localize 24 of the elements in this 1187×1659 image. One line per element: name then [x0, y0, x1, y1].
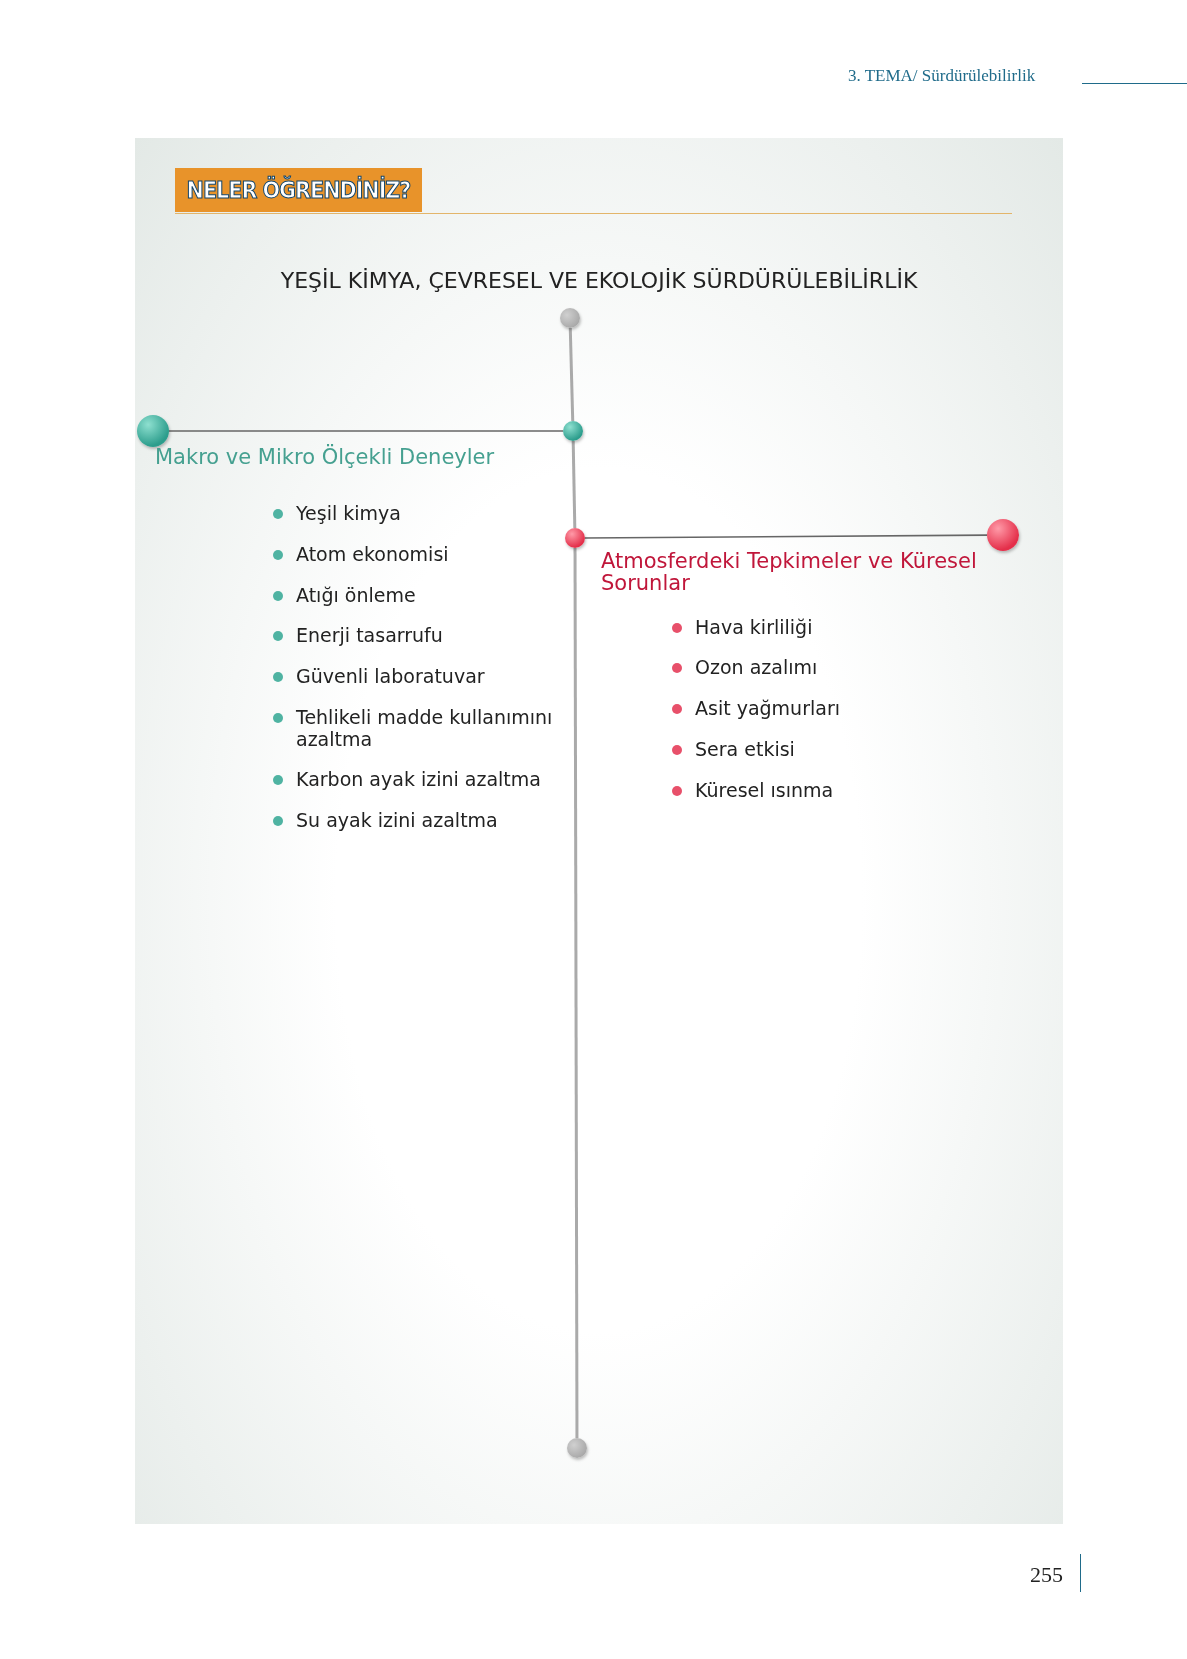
page-number: 255	[1030, 1562, 1063, 1588]
list-item: Enerji tasarrufu	[296, 624, 443, 646]
section-banner: NELER ÖĞRENDİNİZ?	[175, 168, 422, 212]
list-item: Su ayak izini azaltma	[296, 809, 498, 831]
connector-line	[168, 430, 564, 432]
connector-line	[571, 440, 577, 529]
branch-heading: Makro ve Mikro Ölçekli Deneyler	[155, 446, 496, 468]
list-item: Hava kirliliği	[695, 616, 813, 638]
list-item: Yeşil kimya	[296, 502, 401, 524]
running-header: 3. TEMA/ Sürdürülebilirlik	[848, 66, 1036, 86]
list-item: Atom ekonomisi	[296, 543, 449, 565]
connector-line	[568, 327, 575, 422]
list-item: Güvenli laboratuvar	[296, 665, 485, 687]
list-item: Küresel ısınma	[695, 779, 834, 801]
list-item: Asit yağmurları	[695, 697, 840, 719]
connector-line	[584, 534, 988, 539]
connector-line	[573, 548, 579, 1438]
list-item: Karbon ayak izini azaltma	[296, 768, 541, 790]
list-item: Tehlikeli madde kullanımını azaltma	[296, 706, 554, 750]
list-item: Ozon azalımı	[695, 656, 818, 678]
list-item: Sera etkisi	[695, 738, 795, 760]
list-item: Atığı önleme	[296, 584, 416, 606]
diagram-title: YEŞİL KİMYA, ÇEVRESEL VE EKOLOJİK SÜRDÜRÜLEBİLİRLİK	[279, 268, 919, 293]
branch-heading: Atmosferdeki Tepkimeler ve Küresel Sorunlar	[601, 550, 978, 594]
